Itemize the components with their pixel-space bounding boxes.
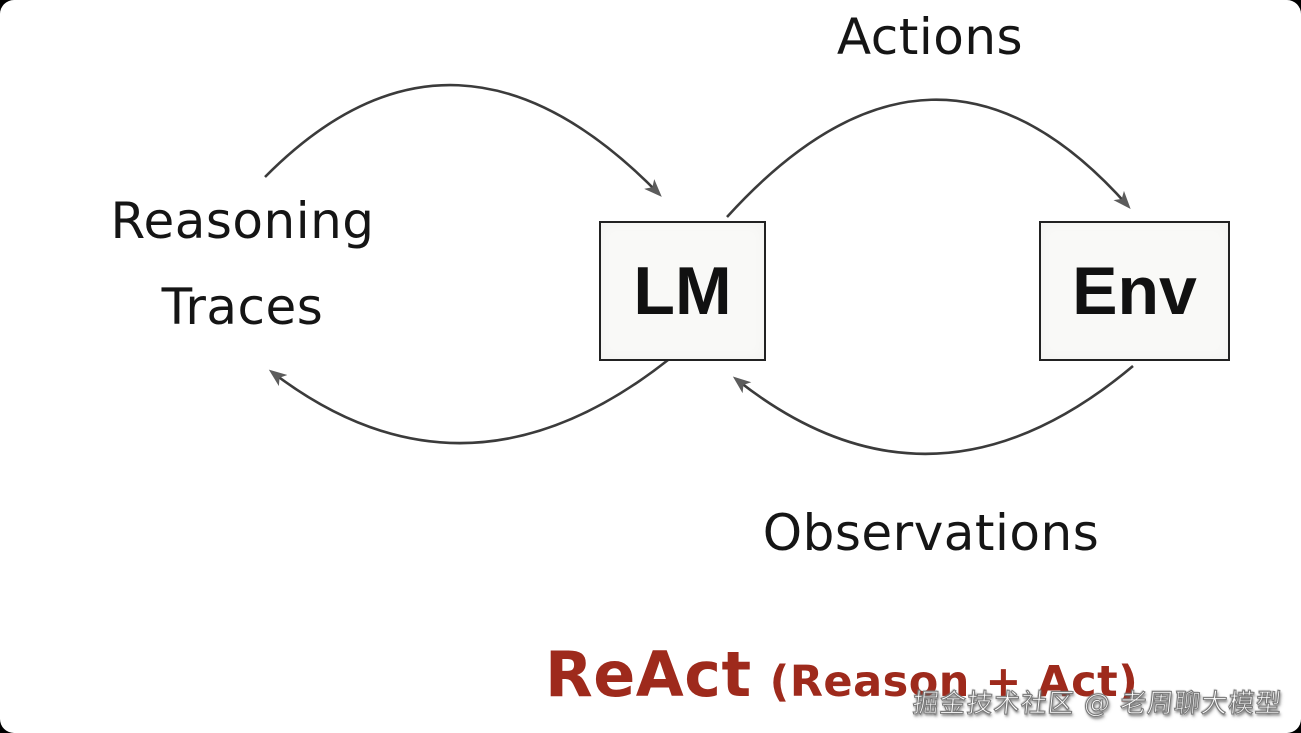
env-node: Env: [1039, 221, 1230, 361]
arrow-lm-to-env-actions: [726, 98, 1131, 218]
arrow-reasoning-to-lm: [264, 83, 662, 197]
lm-node: LM: [599, 221, 766, 361]
actions-label: Actions: [836, 8, 1024, 66]
reasoning-label-line2: Traces: [161, 278, 324, 336]
reasoning-traces-label: Reasoning Traces: [60, 178, 425, 350]
title-sub: (Reason + Act): [769, 657, 1139, 707]
title-main: ReAct: [545, 638, 752, 711]
arrow-lm-to-reasoning: [268, 358, 669, 445]
arrow-env-to-lm-observations: [732, 365, 1134, 456]
diagram-title: ReAct (Reason + Act): [545, 638, 1138, 711]
observations-label: Observations: [762, 504, 1100, 562]
reasoning-label-line1: Reasoning: [110, 192, 375, 250]
watermark: 掘金技术社区 @ 老周聊大模型: [911, 689, 1285, 720]
